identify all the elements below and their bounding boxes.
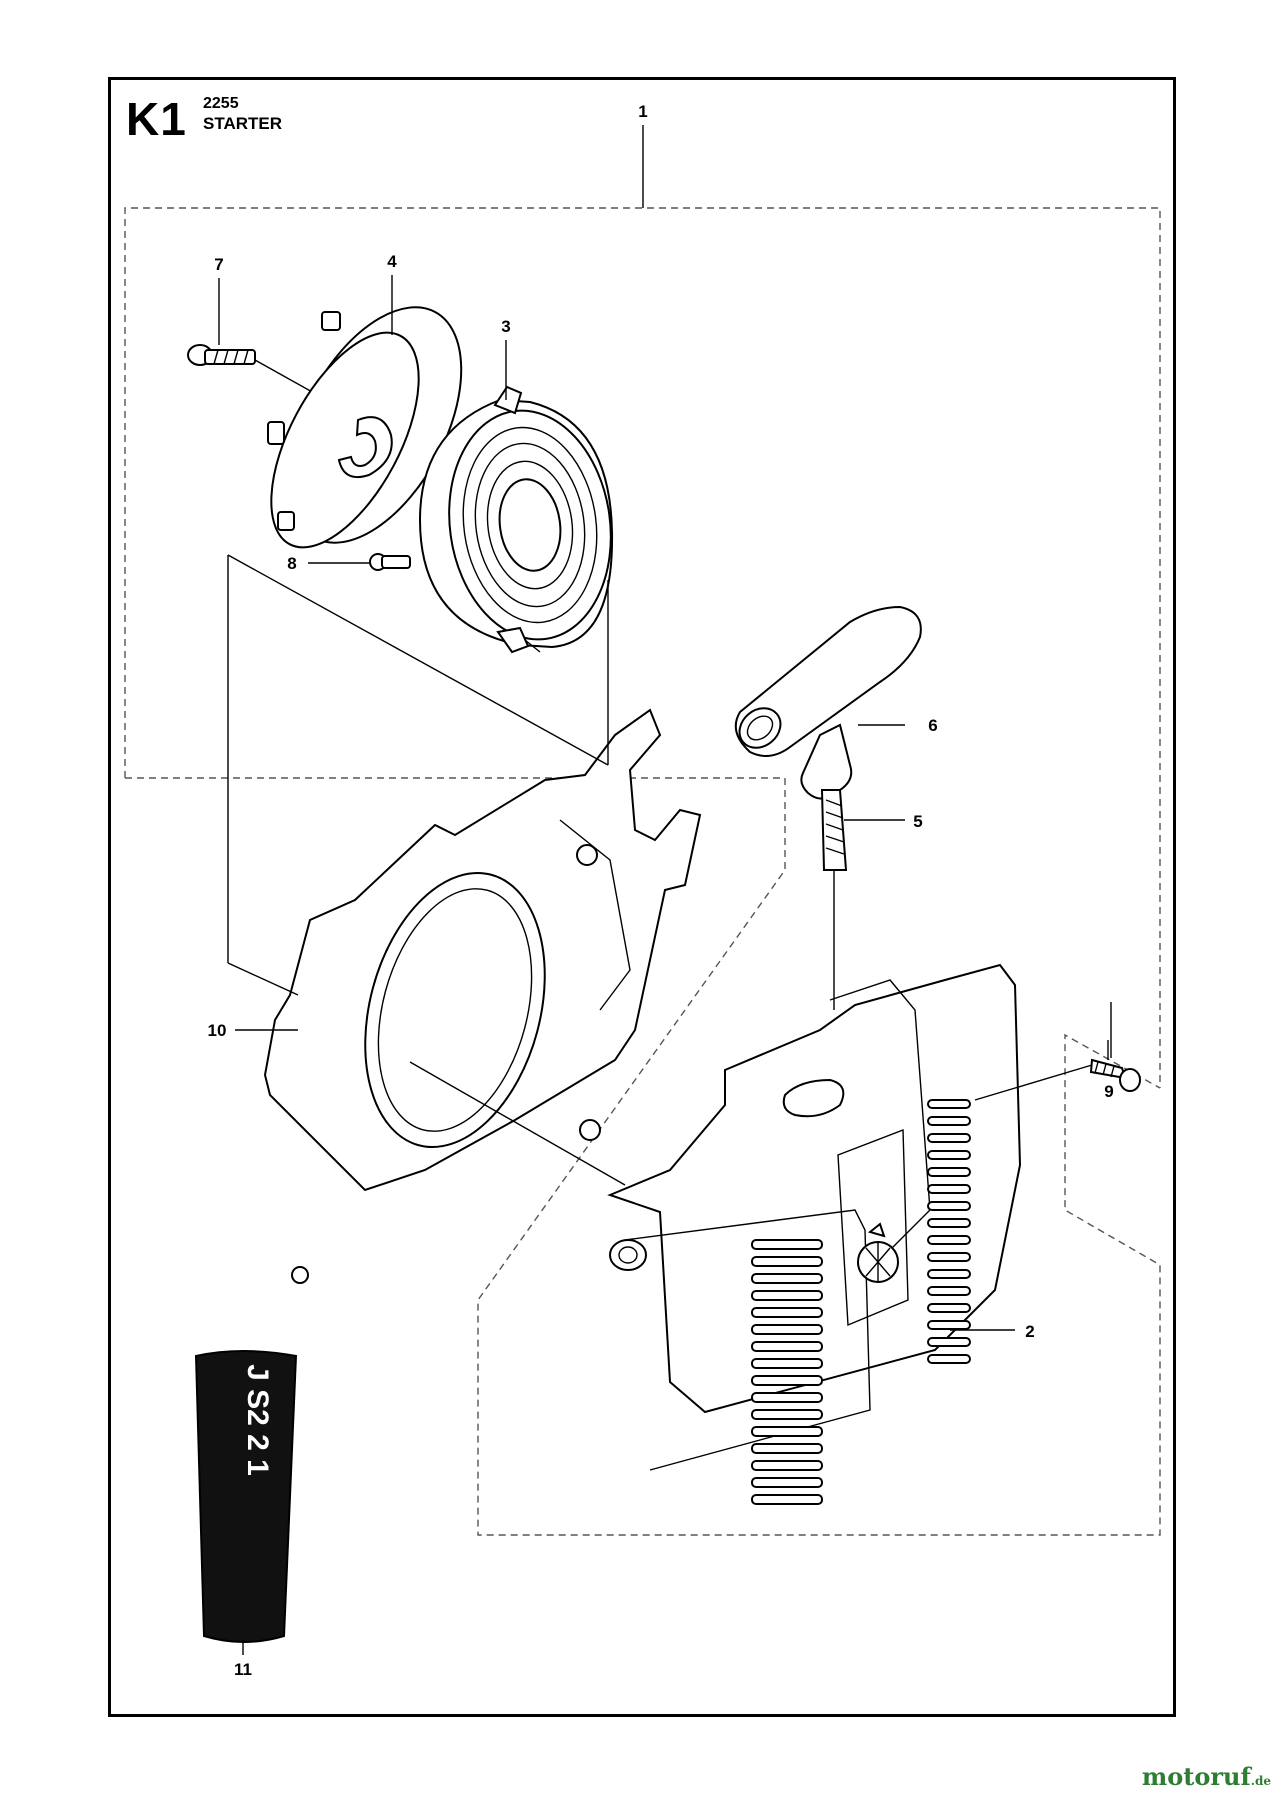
louver-slot [927, 1167, 971, 1177]
louver-slot [927, 1099, 971, 1109]
louver-slot [927, 1184, 971, 1194]
group-box-upper [124, 207, 1161, 1088]
louver-slot [927, 1235, 971, 1245]
louver-slot [751, 1409, 823, 1420]
callout-2: 2 [1025, 1322, 1034, 1341]
part-9-bolt [974, 1002, 1141, 1101]
louver-slot [927, 1303, 971, 1313]
watermark-suffix: .de [1250, 1774, 1271, 1788]
callout-7: 7 [214, 255, 223, 274]
part-11-decal: J S2 2 1 [194, 1350, 298, 1655]
callout-4: 4 [387, 252, 397, 271]
louver-slot [751, 1341, 823, 1352]
watermark: motoruf.de [1142, 1762, 1271, 1791]
louver-slot [751, 1256, 823, 1267]
louver-slot [751, 1477, 823, 1488]
louver-slot [927, 1286, 971, 1296]
callout-6: 6 [928, 716, 937, 735]
part-5-cord-grip [820, 789, 905, 1010]
louver-slot [927, 1218, 971, 1228]
louver-slot [751, 1358, 823, 1369]
louver-slot [927, 1116, 971, 1126]
louver-slot [927, 1337, 971, 1347]
callout-11: 11 [234, 1660, 252, 1679]
louver-slot [751, 1290, 823, 1301]
callout-5: 5 [913, 812, 922, 831]
callout-8: 8 [287, 554, 296, 573]
diagram-frame [108, 77, 1176, 1717]
section-title: STARTER [203, 114, 283, 133]
watermark-text: motoruf [1141, 1762, 1251, 1791]
part-8-screw [308, 553, 411, 571]
part-6-starter-handle [734, 605, 922, 800]
louver-slot [751, 1460, 823, 1471]
louver-slot [751, 1392, 823, 1403]
louver-slot [751, 1273, 823, 1284]
louver-slot [751, 1307, 823, 1318]
louver-slot [751, 1426, 823, 1437]
group-box-lower [477, 778, 1161, 1536]
part-4-pulley-disc [267, 306, 463, 549]
part-3-spring-housing [418, 385, 614, 654]
louver-slot [927, 1252, 971, 1262]
callout-1: 1 [638, 102, 647, 121]
louver-slot [751, 1375, 823, 1386]
decal-text: J S2 2 1 [241, 1364, 274, 1476]
callout-10: 10 [208, 1021, 227, 1040]
louver-slot [751, 1239, 823, 1250]
louver-slot [927, 1269, 971, 1279]
part-2-starter-housing [607, 963, 1022, 1471]
louver-slot [927, 1133, 971, 1143]
louver-slot [927, 1150, 971, 1160]
louver-slot [927, 1354, 971, 1364]
assembly-lines [227, 554, 626, 1186]
part-10-starter-cover [235, 708, 702, 1284]
louver-slot [751, 1443, 823, 1454]
callout-9: 9 [1104, 1082, 1113, 1101]
section-code: K1 [126, 93, 187, 145]
callout-3: 3 [501, 317, 510, 336]
louver-slot [751, 1494, 823, 1505]
louver-slot [927, 1320, 971, 1330]
louver-slot [927, 1201, 971, 1211]
part-2-louvers [751, 1099, 971, 1505]
louver-slot [751, 1324, 823, 1335]
model-number: 2255 [203, 95, 239, 112]
